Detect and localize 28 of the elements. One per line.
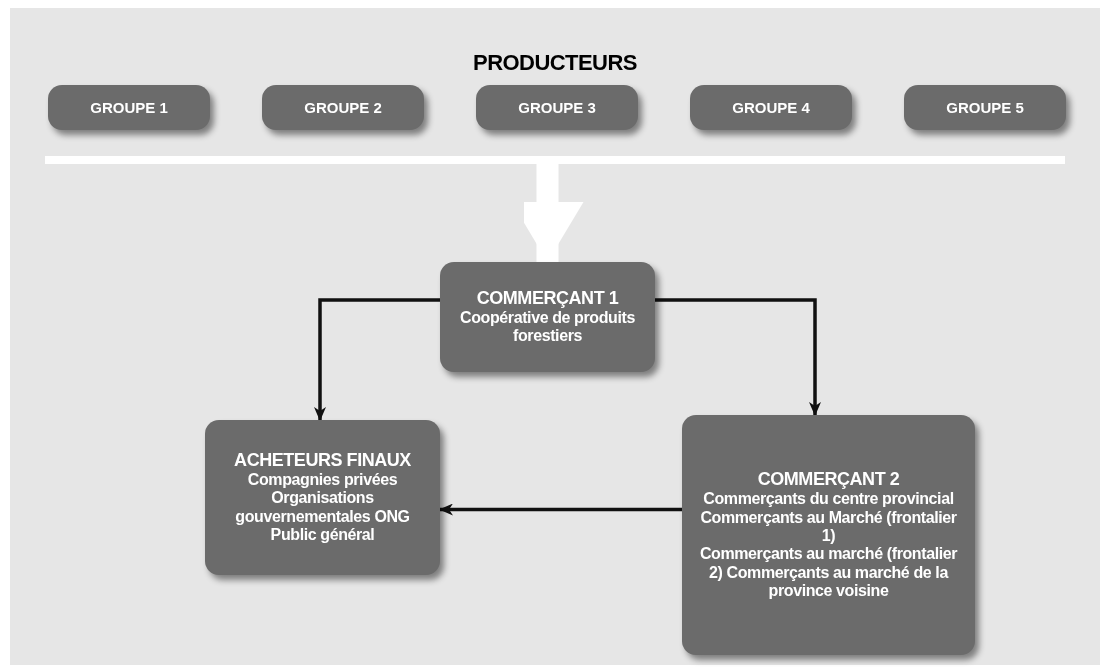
arrow <box>439 503 682 516</box>
group-box <box>48 85 210 130</box>
group-box <box>904 85 1066 130</box>
box-text: Commerçants au marché (frontalier 2) Commerçants au marché de la province voisine <box>698 545 959 601</box>
box-text: Compagnies privées <box>247 471 398 490</box>
box-heading: GROUPE 4 <box>732 98 810 117</box>
arrow <box>655 298 821 416</box>
box-heading: COMMERÇANT 2 <box>757 469 900 491</box>
title: PRODUCTEURS <box>472 49 638 77</box>
group-box <box>690 85 852 130</box>
box-heading: GROUPE 2 <box>304 98 382 117</box>
box-text: Commerçants du centre provincial <box>703 490 954 509</box>
actor-box <box>440 262 655 372</box>
box-heading: GROUPE 3 <box>518 98 596 117</box>
box-text: Coopérative de produits forestiers <box>459 308 636 346</box>
box-text: Organisations gouvernementales ONG <box>234 489 411 527</box>
box-heading: GROUPE 1 <box>90 98 168 117</box>
merge-bar <box>45 156 1065 164</box>
box-heading: GROUPE 5 <box>946 98 1024 117</box>
actor-box <box>205 420 440 575</box>
actor-box <box>682 415 975 655</box>
box-text: Public général <box>270 526 375 545</box>
group-box <box>476 85 638 130</box>
box-heading: COMMERÇANT 1 <box>476 288 619 309</box>
arrow <box>314 298 440 421</box>
box-text: Commerçants au Marché (frontalier 1) <box>699 508 958 546</box>
group-box <box>262 85 424 130</box>
box-heading: ACHETEURS FINAUX <box>234 450 411 472</box>
